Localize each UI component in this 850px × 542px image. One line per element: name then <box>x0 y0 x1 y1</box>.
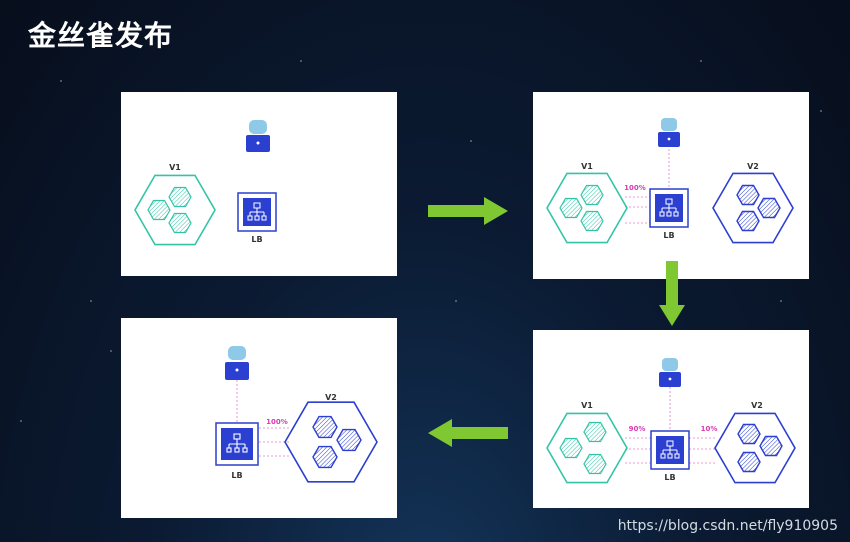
v2-group-icon <box>714 412 796 484</box>
star <box>110 350 112 352</box>
v2-traffic-label: 100% <box>266 418 288 426</box>
star <box>455 300 457 302</box>
star <box>20 420 22 422</box>
v2-label: V2 <box>747 162 759 171</box>
v1-traffic-label: 100% <box>624 184 646 192</box>
arrow-left-icon <box>428 419 508 447</box>
v1-group-icon <box>134 174 216 246</box>
user-icon <box>225 346 249 380</box>
watermark: https://blog.csdn.net/fly910905 <box>617 518 838 534</box>
arrow-right-icon <box>428 197 508 225</box>
v1-label: V1 <box>169 163 181 172</box>
panel-stage-1: V1 LB <box>121 92 397 276</box>
lb-label: LB <box>231 471 242 480</box>
v1-label: V1 <box>581 401 593 410</box>
load-balancer-icon <box>237 192 277 232</box>
star <box>90 300 92 302</box>
user-icon <box>658 118 680 147</box>
stage-2-diagram: V1 100% LB V2 <box>546 118 794 244</box>
star <box>780 300 782 302</box>
v2-group-icon <box>712 172 794 244</box>
stage-3-diagram: V1 90% 10% LB V2 <box>546 358 796 484</box>
panel-stage-3: V1 90% 10% LB V2 <box>533 330 809 508</box>
panel-stage-2: V1 100% LB V2 <box>533 92 809 279</box>
stage-4-diagram: LB 100% V2 <box>215 346 378 483</box>
load-balancer-icon <box>649 188 689 228</box>
panel-stage-4: LB 100% V2 <box>121 318 397 518</box>
star <box>300 60 302 62</box>
lb-label: LB <box>251 235 262 244</box>
v1-group-icon <box>546 412 628 484</box>
star <box>60 80 62 82</box>
star <box>470 140 472 142</box>
lb-label: LB <box>663 231 674 240</box>
v2-traffic-label: 10% <box>701 425 718 433</box>
load-balancer-icon <box>650 430 690 470</box>
v1-group-icon <box>546 172 628 244</box>
page-title: 金丝雀发布 <box>28 19 174 52</box>
arrow-down-icon <box>659 261 685 326</box>
load-balancer-icon <box>215 422 259 466</box>
v2-group-icon <box>284 401 378 483</box>
user-icon <box>659 358 681 387</box>
user-icon <box>246 120 270 152</box>
v1-label: V1 <box>581 162 593 171</box>
v2-label: V2 <box>751 401 763 410</box>
star <box>820 110 822 112</box>
lb-label: LB <box>664 473 675 482</box>
v1-traffic-label: 90% <box>629 425 646 433</box>
star <box>700 60 702 62</box>
v2-label: V2 <box>325 393 337 402</box>
stage-1-diagram: V1 LB <box>134 120 277 246</box>
